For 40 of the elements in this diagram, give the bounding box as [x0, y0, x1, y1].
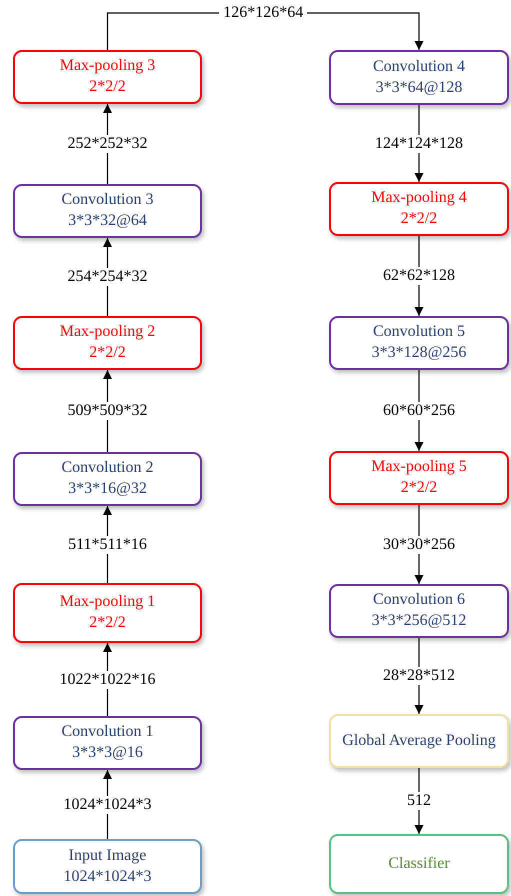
layer-params: 2*2/2 — [400, 478, 438, 498]
layer-name: Convolution 2 — [61, 458, 154, 478]
layer-box — [329, 584, 509, 638]
layer-box — [329, 182, 509, 236]
layer-params: 2*2/2 — [400, 209, 438, 229]
layer-name: Max-pooling 2 — [60, 322, 156, 342]
layer-box — [329, 451, 509, 505]
layer-params: 3*3*64@128 — [376, 78, 462, 98]
layer-name: Convolution 4 — [372, 56, 465, 77]
layer-name: Max-pooling 3 — [60, 56, 156, 76]
layer-params: 2*2/2 — [89, 77, 126, 97]
layer-box — [13, 184, 202, 238]
layer-name: Global Average Pooling — [342, 730, 496, 751]
layer-params: 3*3*256@512 — [372, 611, 466, 631]
layer-params: 3*3*3@16 — [72, 743, 143, 763]
layer-params: 3*3*16@32 — [68, 479, 147, 499]
layer-box — [329, 834, 509, 894]
layer-name: Convolution 1 — [61, 722, 154, 742]
layer-box — [13, 316, 202, 370]
layer-box — [13, 452, 202, 506]
layer-name: Max-pooling 5 — [371, 457, 467, 478]
layer-params: 1024*1024*3 — [64, 866, 152, 886]
layer-box — [329, 50, 509, 105]
layer-params: 2*2/2 — [89, 613, 126, 633]
layer-box — [329, 714, 509, 768]
layer-params: 3*3*128@256 — [372, 343, 466, 363]
layer-name: Classifier — [388, 854, 450, 874]
layer-box — [13, 839, 202, 894]
layer-box — [329, 316, 509, 370]
layer-params: 3*3*32@64 — [68, 211, 147, 231]
layer-name: Max-pooling 4 — [371, 188, 467, 208]
layer-name: Convolution 5 — [372, 322, 465, 342]
layer-params: 2*2/2 — [89, 343, 126, 363]
layer-name: Max-pooling 1 — [60, 592, 156, 612]
layer-name: Convolution 6 — [372, 590, 465, 610]
layer-box — [13, 50, 202, 104]
layer-name: Convolution 3 — [61, 190, 154, 210]
layer-name: Input Image — [68, 846, 146, 866]
layer-box — [13, 716, 202, 770]
layer-box — [13, 583, 202, 643]
